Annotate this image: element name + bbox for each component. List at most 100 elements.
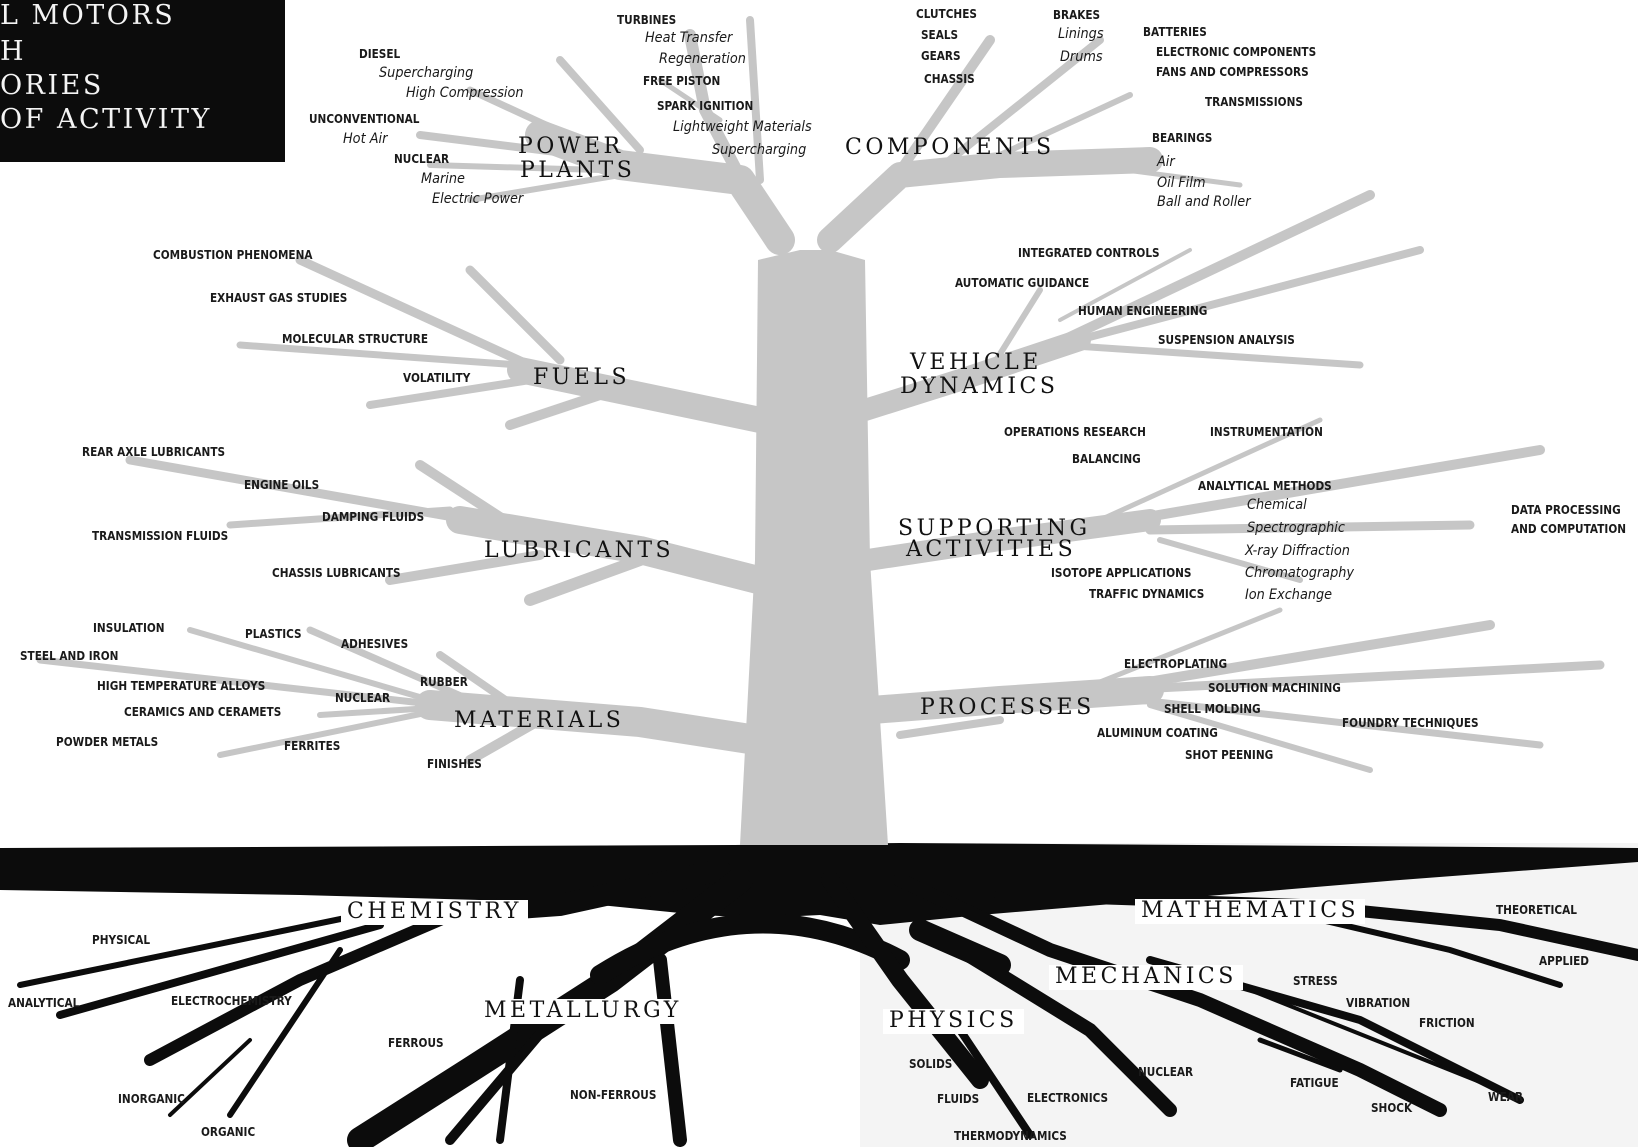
- item-inorganic: INORGANIC: [118, 1091, 185, 1106]
- twig-comp-1: [875, 35, 995, 205]
- item-high-temperature-alloys: HIGH TEMPERATURE ALLOYS: [97, 678, 266, 693]
- item-friction: FRICTION: [1419, 1015, 1475, 1030]
- item-steel-and-iron: STEEL AND IRON: [20, 648, 119, 663]
- branch-title-vehicle-dynamics-1: VEHICLE: [910, 350, 1042, 375]
- item-human-engineering: HUMAN ENGINEERING: [1078, 303, 1208, 318]
- branch-title-supporting-2: ACTIVITIES: [906, 537, 1077, 562]
- item-electric-power: Electric Power: [432, 191, 524, 207]
- branch-materials: [415, 690, 771, 755]
- item-molecular-structure: MOLECULAR STRUCTURE: [282, 331, 429, 346]
- title-line-4: OF ACTIVITY: [0, 104, 212, 135]
- item-combustion-phenomena: COMBUSTION PHENOMENA: [153, 247, 313, 262]
- roots: [0, 843, 1638, 1147]
- item-balancing: BALANCING: [1072, 451, 1141, 466]
- item-nuclear-materials: NUCLEAR: [335, 690, 391, 705]
- item-ball-roller: Ball and Roller: [1157, 194, 1251, 210]
- item-adhesives: ADHESIVES: [341, 636, 409, 651]
- twig-pp-2: [466, 86, 604, 154]
- root-phys-thermo: [956, 1026, 1034, 1139]
- item-free-piston: FREE PISTON: [643, 73, 721, 88]
- twig-comp-2: [946, 36, 1104, 164]
- twig-lub-5: [524, 554, 646, 606]
- twig-sa-4: [1097, 417, 1323, 523]
- branch-title-fuels: FUELS: [533, 365, 631, 390]
- item-air: Air: [1157, 154, 1175, 170]
- title-line-2: H: [0, 36, 27, 67]
- item-theoretical: THEORETICAL: [1496, 902, 1577, 917]
- item-integrated-controls: INTEGRATED CONTROLS: [1018, 245, 1160, 260]
- item-analytical: ANALYTICAL: [8, 995, 80, 1010]
- title-line-3: ORIES: [0, 70, 104, 101]
- item-vibration: VIBRATION: [1346, 995, 1411, 1010]
- twig-pp-3: [556, 56, 644, 154]
- twig-mat-5: [217, 709, 433, 758]
- item-non-ferrous: NON-FERROUS: [570, 1087, 657, 1102]
- twig-lub-3: [415, 460, 525, 535]
- item-volatility: VOLATILITY: [403, 370, 471, 385]
- twig-mat-4: [436, 651, 524, 714]
- item-solids: SOLIDS: [909, 1056, 953, 1071]
- item-gears: GEARS: [921, 48, 961, 63]
- item-engine-oils: ENGINE OILS: [244, 477, 320, 492]
- root-title-mechanics: MECHANICS: [1049, 965, 1243, 990]
- twig-pr-6: [896, 716, 1004, 739]
- item-chemical: Chemical: [1247, 497, 1307, 513]
- item-shell-molding: SHELL MOLDING: [1164, 701, 1261, 716]
- root-title-mathematics: MATHEMATICS: [1135, 899, 1366, 924]
- root-math-applied: [1297, 912, 1563, 988]
- twig-pr-2: [1115, 660, 1605, 695]
- item-transmission-fluids: TRANSMISSION FLUIDS: [92, 528, 229, 543]
- twig-comp-4: [1047, 157, 1243, 188]
- item-organic: ORGANIC: [201, 1124, 256, 1139]
- item-unconventional: UNCONVENTIONAL: [309, 111, 420, 126]
- item-transmissions: TRANSMISSIONS: [1205, 94, 1303, 109]
- root-met-nonferrous: [653, 953, 687, 1147]
- twig-lub-4: [385, 550, 545, 585]
- branch-title-power-plants-1: POWER: [518, 134, 624, 159]
- item-regeneration: Regeneration: [659, 51, 746, 67]
- item-spectrographic: Spectrographic: [1247, 520, 1345, 536]
- item-rubber: RUBBER: [420, 674, 468, 689]
- twig-fuel-5: [505, 390, 605, 430]
- twig-fuel-3: [236, 341, 524, 369]
- root-phys-arm: [909, 919, 1011, 976]
- item-foundry-techniques: FOUNDRY TECHNIQUES: [1342, 715, 1479, 730]
- twig-fuel-1: [295, 255, 545, 375]
- item-stress: STRESS: [1293, 973, 1338, 988]
- twig-sa-1: [1095, 445, 1545, 530]
- twig-mat-6: [465, 715, 545, 765]
- item-ferrous: FERROUS: [388, 1035, 444, 1050]
- root-mech-friction: [1248, 988, 1502, 1092]
- item-electrochemistry: ELECTROCHEMISTRY: [171, 993, 292, 1008]
- item-damping-fluids: DAMPING FLUIDS: [322, 509, 425, 524]
- item-turbines: TURBINES: [617, 12, 677, 27]
- item-plastics: PLASTICS: [245, 626, 302, 641]
- item-instrumentation: INSTRUMENTATION: [1210, 424, 1323, 439]
- twig-sa-2: [1145, 520, 1475, 535]
- twig-mat-7: [317, 702, 483, 718]
- root-phys-nuclear: [953, 943, 1177, 1117]
- item-chromatography: Chromatography: [1245, 565, 1355, 581]
- twig-comp-3: [997, 92, 1133, 158]
- branch-fuels: [507, 357, 773, 433]
- title-line-1: L MOTORS: [0, 0, 176, 31]
- twig-vd-3: [1056, 341, 1364, 369]
- item-aluminum-coating: ALUMINUM COATING: [1097, 725, 1218, 740]
- item-powder-metals: POWDER METALS: [56, 734, 159, 749]
- root-mech-main: [893, 873, 1447, 1117]
- root-chem-physical: [17, 912, 363, 988]
- root-chem-analytical: [56, 921, 384, 1019]
- branch-title-components: COMPONENTS: [845, 135, 1055, 160]
- item-shot-peening: SHOT PEENING: [1185, 747, 1274, 762]
- twig-sa-3: [1157, 537, 1303, 583]
- twig-pr-4: [1147, 702, 1373, 773]
- twig-fuel-2: [465, 265, 565, 365]
- item-hot-air: Hot Air: [343, 131, 388, 147]
- item-bearings: BEARINGS: [1152, 130, 1213, 145]
- item-drums: Drums: [1060, 49, 1103, 65]
- root-chem-inorganic: [227, 947, 343, 1118]
- twig-mat-3: [306, 626, 474, 704]
- twig-pr-5: [1077, 607, 1283, 693]
- twig-pr-3: [1136, 696, 1544, 749]
